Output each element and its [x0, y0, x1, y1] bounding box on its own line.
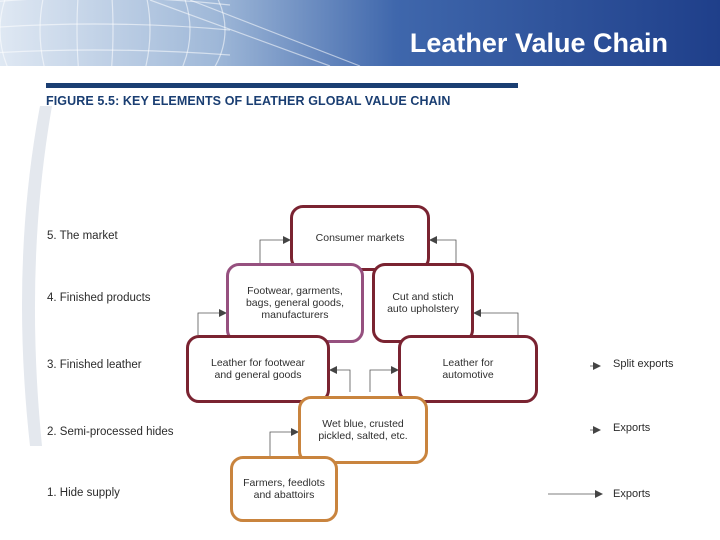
- figure-title: FIGURE 5.5: KEY ELEMENTS OF LEATHER GLOB…: [46, 94, 451, 108]
- figure-rule: [46, 83, 518, 88]
- header-banner: Leather Value Chain: [0, 0, 720, 66]
- export-label-split: Split exports: [613, 358, 674, 370]
- level-label-finished-leather: 3. Finished leather: [47, 359, 142, 371]
- node-consumer-markets: Consumer markets: [290, 205, 430, 271]
- node-footwear-manufacturers: Footwear, garments, bags, general goods,…: [226, 263, 364, 343]
- level-label-hide-supply: 1. Hide supply: [47, 487, 120, 499]
- node-wet-blue: Wet blue, crusted pickled, salted, etc.: [298, 396, 428, 464]
- globe-graphic: [0, 0, 361, 66]
- node-cut-and-stich: Cut and stich auto upholstery: [372, 263, 474, 343]
- node-farmers: Farmers, feedlots and abattoirs: [230, 456, 338, 522]
- arrow-farmers-to-wetblue: [269, 428, 299, 456]
- arrow-leather-to-products: [197, 309, 227, 335]
- arrow-auto-leather-to-upholstery: [473, 309, 519, 335]
- node-leather-automotive: Leather for automotive: [398, 335, 538, 403]
- arrow-upholstery-to-market: [429, 236, 457, 263]
- level-label-semi-processed-hides: 2. Semi-processed hides: [47, 426, 174, 438]
- export-label-semi: Exports: [613, 422, 651, 434]
- arrow-wetblue-to-leather: [329, 366, 351, 392]
- decorative-swoosh: [22, 106, 52, 446]
- arrow-wetblue-to-auto-leather: [369, 366, 399, 392]
- arrow-products-to-market: [259, 236, 291, 263]
- export-label-hides: Exports: [613, 488, 651, 500]
- level-label-market: 5. The market: [47, 230, 118, 242]
- node-leather-footwear: Leather for footwear and general goods: [186, 335, 330, 403]
- slide-title: Leather Value Chain: [409, 28, 668, 58]
- level-label-finished-products: 4. Finished products: [47, 292, 151, 304]
